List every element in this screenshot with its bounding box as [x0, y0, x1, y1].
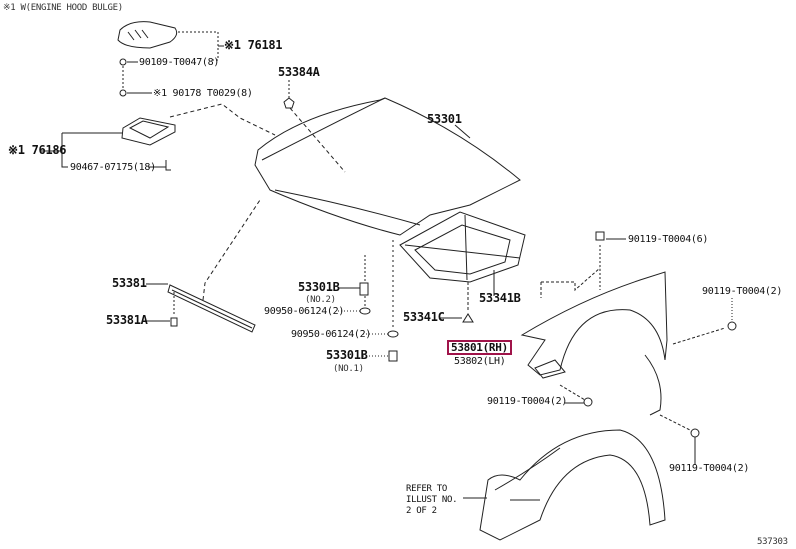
hood-bulge-part — [117, 21, 178, 49]
fender-part — [520, 271, 668, 416]
label-53384a[interactable]: 53384A — [278, 65, 320, 79]
illustration-id: 537303 — [757, 537, 788, 547]
label-no2: (NO.2) — [305, 295, 336, 305]
label-90119-t0004-2-c[interactable]: 90119-T0004(2) — [669, 463, 750, 474]
label-53341c[interactable]: 53341C — [403, 310, 445, 324]
fender-liner-part — [479, 429, 666, 541]
hood-part — [254, 97, 521, 236]
label-90178-t0029[interactable]: ※1 90178 T0029(8) — [153, 88, 253, 99]
hood-insulator-part — [399, 211, 526, 283]
hood-bulge-pad — [121, 117, 176, 146]
label-53802-lh[interactable]: 53802(LH) — [454, 356, 506, 367]
label-90950-06124-a[interactable]: 90950-06124(2) — [264, 306, 345, 317]
label-no1: (NO.1) — [333, 364, 364, 374]
note-engine-hood-bulge: ※1 W(ENGINE HOOD BULGE) — [3, 3, 123, 13]
label-53801-rh-highlighted[interactable]: 53801(RH) — [447, 340, 512, 355]
label-53301b-no1[interactable]: 53301B — [326, 348, 368, 362]
label-90109-t0047[interactable]: 90109-T0047(8) — [139, 57, 220, 68]
label-53301[interactable]: 53301 — [427, 112, 462, 126]
hood-seal-bar — [167, 284, 256, 333]
label-90119-t0004-2-a[interactable]: 90119-T0004(2) — [702, 286, 783, 297]
label-90467-07175[interactable]: 90467-07175(18) — [70, 162, 156, 173]
label-76181[interactable]: ※1 76181 — [224, 38, 283, 52]
label-53381[interactable]: 53381 — [112, 276, 147, 290]
label-53381a[interactable]: 53381A — [106, 313, 148, 327]
label-90119-t0004-6[interactable]: 90119-T0004(6) — [628, 234, 709, 245]
label-90119-t0004-2-b[interactable]: 90119-T0004(2) — [487, 396, 568, 407]
refer-to-illustration-note[interactable]: REFER TO ILLUST NO. 2 OF 2 — [406, 484, 458, 516]
label-76186[interactable]: ※1 76186 — [8, 143, 67, 157]
label-53301b-no2[interactable]: 53301B — [298, 280, 340, 294]
label-90950-06124-b[interactable]: 90950-06124(2) — [291, 329, 372, 340]
label-53341b[interactable]: 53341B — [479, 291, 521, 305]
